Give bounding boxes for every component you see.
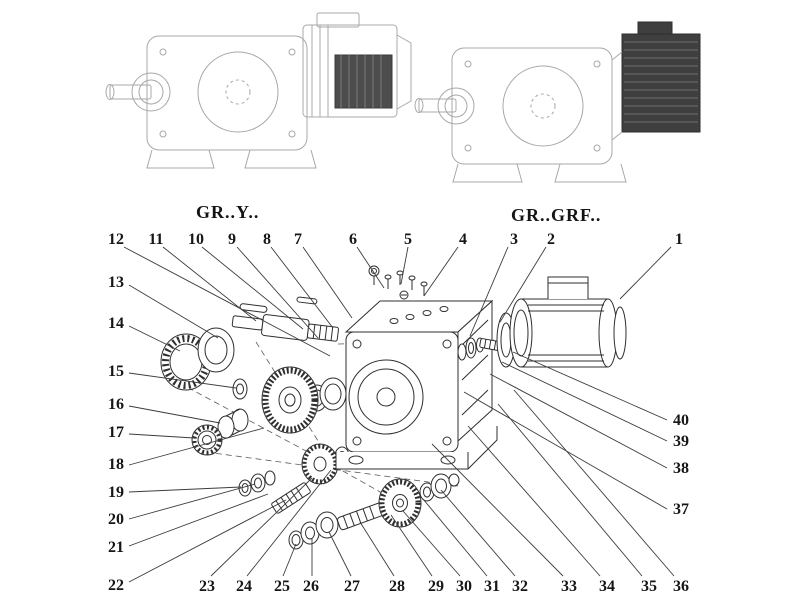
washer-row — [238, 470, 276, 497]
callout-number-9: 9 — [228, 231, 236, 248]
callout-number-31: 31 — [484, 578, 500, 595]
exploded-view — [160, 265, 627, 550]
leader-line-4 — [423, 246, 459, 297]
electric-motor — [509, 276, 627, 368]
callout-number-4: 4 — [459, 231, 467, 248]
leader-line-10 — [201, 246, 304, 330]
callout-number-12: 12 — [108, 231, 124, 248]
leader-line-19 — [128, 486, 242, 493]
callout-number-35: 35 — [641, 578, 657, 595]
callout-number-1: 1 — [675, 231, 683, 248]
leader-line-32 — [440, 489, 516, 577]
callout-number-8: 8 — [263, 231, 271, 248]
leader-line-27 — [328, 531, 352, 577]
callout-number-3: 3 — [510, 231, 518, 248]
callout-number-5: 5 — [404, 231, 412, 248]
leader-line-28 — [359, 521, 395, 577]
leader-line-16 — [128, 405, 221, 424]
leader-line-6 — [356, 246, 385, 289]
callout-number-36: 36 — [673, 578, 689, 595]
callout-number-30: 30 — [456, 578, 472, 595]
washer-15 — [232, 378, 248, 400]
callout-number-27: 27 — [344, 578, 360, 595]
bearing-cover — [197, 327, 235, 373]
leader-line-18 — [128, 427, 265, 466]
leader-line-20 — [128, 483, 256, 520]
callout-number-11: 11 — [148, 231, 163, 248]
leader-line-23 — [210, 477, 313, 577]
shaft-key-short — [296, 296, 318, 305]
large-gear — [261, 366, 319, 434]
callout-number-25: 25 — [274, 578, 290, 595]
leader-line-31 — [422, 498, 488, 577]
leader-line-21 — [128, 493, 269, 547]
callout-number-14: 14 — [108, 315, 124, 332]
model-label-gr-y: GR..Y.. — [196, 202, 260, 222]
shaft-key-long — [239, 303, 268, 313]
callout-number-10: 10 — [188, 231, 204, 248]
assembled-view-gr-grf — [414, 21, 701, 183]
leader-line-29 — [390, 514, 433, 577]
leader-line-25 — [282, 543, 297, 577]
leader-line-3 — [469, 246, 509, 337]
leader-line-40 — [512, 351, 668, 421]
callout-number-38: 38 — [673, 460, 689, 477]
callout-number-21: 21 — [108, 539, 124, 556]
leader-line-24 — [246, 469, 332, 577]
callout-number-34: 34 — [599, 578, 615, 595]
callout-number-24: 24 — [236, 578, 252, 595]
leader-line-5 — [400, 246, 409, 285]
callout-number-32: 32 — [512, 578, 528, 595]
leader-line-9 — [236, 246, 319, 339]
leader-line-30 — [402, 510, 461, 577]
callout-number-22: 22 — [108, 577, 124, 594]
motor-winding-dark-area — [334, 54, 393, 109]
leader-line-7 — [302, 246, 353, 319]
callout-number-18: 18 — [108, 456, 124, 473]
callout-number-19: 19 — [108, 484, 124, 501]
leader-line-34 — [467, 425, 601, 577]
leader-line-35 — [497, 403, 643, 577]
leader-line-17 — [128, 433, 195, 439]
leader-line-2 — [499, 246, 547, 323]
callout-number-37: 37 — [673, 501, 689, 518]
callout-number-28: 28 — [389, 578, 405, 595]
leader-line-39 — [501, 361, 668, 442]
assembled-view-gr-y — [105, 12, 412, 169]
callout-number-39: 39 — [673, 433, 689, 450]
callout-number-26: 26 — [303, 578, 319, 595]
input-shaft — [231, 314, 339, 342]
leader-line-33 — [431, 443, 564, 577]
leader-line-22 — [128, 499, 287, 583]
callout-number-20: 20 — [108, 511, 124, 528]
leader-line-13 — [128, 284, 219, 339]
gear-housing — [335, 299, 498, 470]
callout-number-2: 2 — [547, 231, 555, 248]
callout-number-29: 29 — [428, 578, 444, 595]
callout-number-17: 17 — [108, 424, 124, 441]
leader-line-38 — [489, 373, 668, 469]
leader-line-1 — [619, 246, 672, 300]
input-side-washers — [457, 337, 501, 361]
leader-line-36 — [513, 389, 675, 577]
leader-line-15 — [128, 372, 237, 389]
leader-line-8 — [270, 246, 334, 329]
callout-number-16: 16 — [108, 396, 124, 413]
output-shaft-assembly — [288, 473, 460, 550]
callout-number-23: 23 — [199, 578, 215, 595]
callout-number-7: 7 — [294, 231, 302, 248]
callout-number-33: 33 — [561, 578, 577, 595]
callout-number-6: 6 — [349, 231, 357, 248]
model-label-gr-grf: GR..GRF.. — [511, 205, 602, 225]
leader-line-37 — [463, 391, 668, 510]
callout-number-40: 40 — [673, 412, 689, 429]
callout-number-13: 13 — [108, 274, 124, 291]
leader-line-12 — [123, 246, 331, 357]
callout-number-15: 15 — [108, 363, 124, 380]
leader-line-14 — [128, 325, 181, 352]
